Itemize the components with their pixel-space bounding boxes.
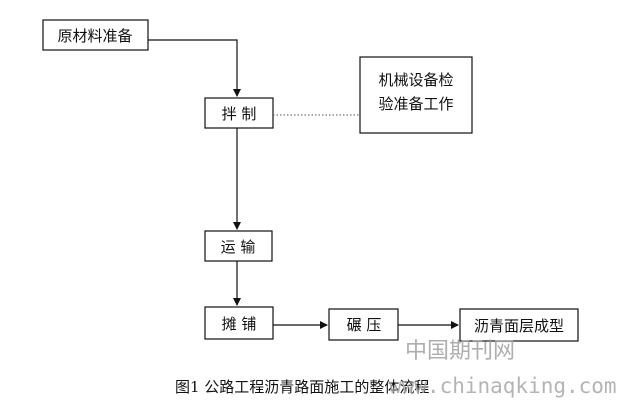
node-raw-materials: 原材料准备: [42, 19, 149, 51]
node-equipment-check: 机械设备检 验准备工作: [359, 56, 473, 134]
node-paving: 摊 铺: [204, 306, 274, 340]
node-asphalt-surface: 沥青面层成型: [459, 308, 579, 342]
node-mixing: 拌 制: [204, 97, 274, 129]
node-equipment-check-label-line1: 机械设备检: [378, 71, 453, 89]
node-transport-label: 运 输: [221, 238, 256, 256]
node-raw-materials-label: 原材料准备: [57, 27, 132, 45]
figure-caption: 图1 公路工程沥青路面施工的整体流程: [175, 378, 429, 396]
node-transport: 运 输: [204, 230, 273, 262]
node-paving-label: 摊 铺: [222, 315, 257, 333]
node-mixing-label: 拌 制: [222, 105, 257, 123]
node-equipment-check-label-line2: 验准备工作: [378, 95, 453, 113]
node-rolling-label: 碾 压: [347, 316, 382, 334]
edge-raw-to-mixing: [148, 39, 241, 97]
node-asphalt-surface-label: 沥青面层成型: [474, 317, 564, 335]
node-rolling: 碾 压: [328, 308, 399, 341]
watermark-url: www.chinaqking.com: [389, 374, 617, 398]
watermark-cn: 中国期刊网: [405, 339, 515, 364]
